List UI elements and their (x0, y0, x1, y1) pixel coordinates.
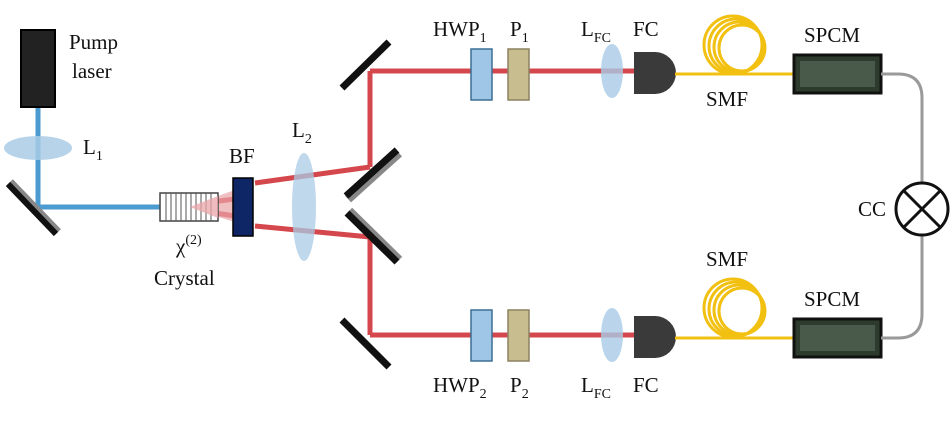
lens-l2 (292, 153, 316, 261)
coincidence-cables (881, 72, 924, 340)
l2-label: L2 (292, 118, 312, 147)
cc-label: CC (858, 197, 886, 221)
fiber-coupler-top (634, 52, 676, 94)
spcm-top (792, 53, 883, 95)
hwp2 (470, 309, 493, 362)
smf-bottom-label: SMF (706, 247, 748, 271)
coincidence-counter (894, 181, 950, 237)
spcm-bottom-label: SPCM (804, 287, 860, 311)
lfc-top-label: LFC (581, 17, 611, 46)
smf-bottom (675, 277, 794, 340)
bandpass-filter (232, 177, 254, 237)
signal-beams (194, 68, 640, 338)
hwp2-label: HWP2 (433, 373, 487, 402)
mirror-bottom (339, 317, 392, 370)
fc-bottom-label: FC (633, 373, 659, 397)
bf-label: BF (229, 144, 255, 168)
hwp1-label: HWP1 (433, 17, 487, 46)
fiber-coupler-bottom (634, 316, 676, 358)
fc-top-label: FC (633, 17, 659, 41)
spcm-bottom (792, 317, 883, 359)
polarizer-p2 (507, 309, 530, 362)
smf-top-label: SMF (706, 87, 748, 111)
lens-lfc-bottom (601, 308, 623, 362)
l1-label: L1 (83, 135, 103, 164)
polarizer-p1 (507, 48, 530, 101)
mirror-center-upper (343, 147, 403, 203)
lfc-bottom-label: LFC (581, 373, 611, 402)
pump-laser (20, 29, 56, 108)
crystal-name-label: Crystal (154, 266, 215, 290)
mirror-center-lower (344, 207, 403, 265)
pump-label-line2: laser (72, 59, 112, 83)
p2-label: P2 (510, 373, 529, 402)
crystal-chi-label: χ(2) (175, 233, 202, 258)
lens-l1 (4, 136, 72, 160)
spcm-top-label: SPCM (804, 23, 860, 47)
mirror-top (339, 39, 392, 91)
p1-label: P1 (510, 17, 529, 46)
lens-lfc-top (601, 44, 623, 98)
nonlinear-crystal (159, 192, 219, 222)
pump-label-line1: Pump (69, 30, 118, 54)
hwp1 (470, 48, 493, 101)
pump-mirror (5, 179, 61, 237)
smf-top (675, 14, 794, 76)
